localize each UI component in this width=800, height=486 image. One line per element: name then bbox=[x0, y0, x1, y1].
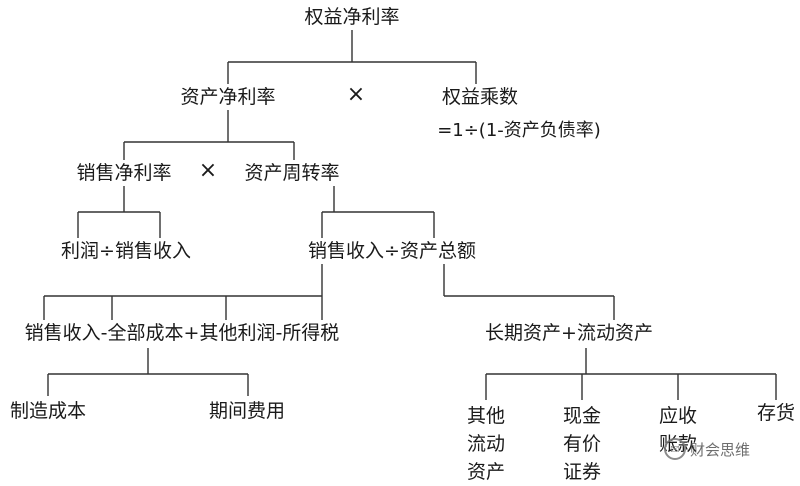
multiply-sign: × bbox=[346, 82, 366, 107]
net-margin-node: 销售净利率 bbox=[76, 162, 172, 184]
root-node: 权益净利率 bbox=[304, 6, 400, 28]
period-expense-node: 期间费用 bbox=[208, 400, 286, 422]
other-current-assets-node: 其他 流动 资产 bbox=[466, 405, 506, 483]
roa-node: 资产净利率 bbox=[180, 86, 276, 108]
multiply-sign: × bbox=[198, 158, 218, 183]
manufacturing-cost-node: 制造成本 bbox=[9, 400, 87, 422]
inventory-node: 存货 bbox=[756, 402, 796, 424]
equity-multiplier-formula: =1÷(1-资产负债率) bbox=[437, 120, 601, 141]
profit-formula-node: 销售收入-全部成本+其他利润-所得税 bbox=[24, 322, 340, 344]
turnover-formula-node: 销售收入÷资产总额 bbox=[308, 240, 476, 262]
watermark: ✉ 财会思维 bbox=[664, 438, 750, 460]
cash-securities-node: 现金 有价 证券 bbox=[562, 405, 602, 483]
margin-formula-node: 利润÷销售收入 bbox=[61, 240, 191, 262]
watermark-text: 财会思维 bbox=[690, 440, 751, 459]
equity-multiplier-node: 权益乘数 bbox=[441, 86, 519, 108]
assets-formula-node: 长期资产+流动资产 bbox=[485, 322, 653, 344]
asset-turnover-node: 资产周转率 bbox=[244, 162, 340, 184]
chat-bubble-icon: ✉ bbox=[664, 438, 686, 460]
